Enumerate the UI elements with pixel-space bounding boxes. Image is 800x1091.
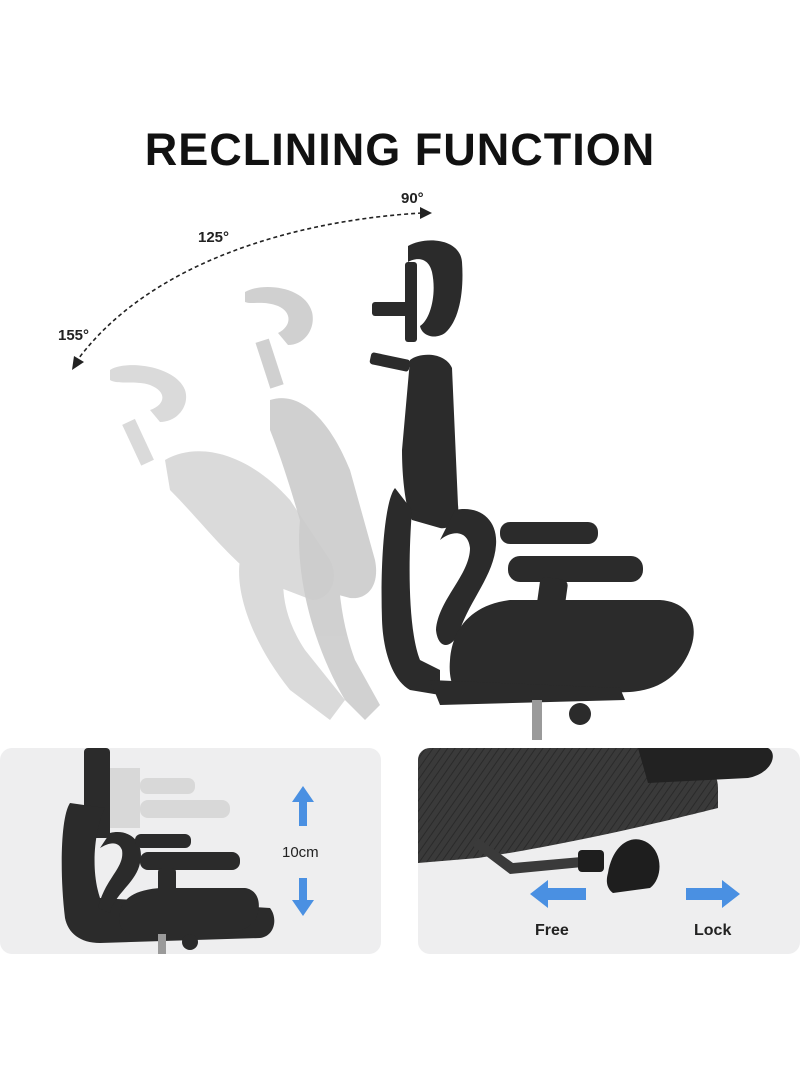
height-adjust-label: 10cm — [282, 844, 319, 861]
headrest — [408, 240, 463, 337]
free-label: Free — [535, 922, 569, 939]
arc-arrowhead-left-icon — [72, 356, 84, 370]
seat — [449, 600, 694, 698]
seat-height-panel: 10cm — [0, 748, 381, 954]
armrest-front — [508, 556, 643, 582]
arrow-left-icon — [530, 880, 586, 908]
angle-label-125: 125° — [198, 229, 230, 246]
tilt-lock-panel: Free Lock — [418, 748, 800, 954]
lumbar-support — [436, 509, 497, 645]
lock-label: Lock — [694, 922, 732, 939]
chair-raised — [61, 748, 275, 954]
recline-arc — [72, 207, 694, 740]
lock-lever — [473, 838, 593, 874]
arc-arrowhead-right-icon — [420, 207, 432, 219]
seat-height-illustration — [61, 748, 314, 954]
tilt-knob — [569, 703, 591, 725]
main-chair — [369, 240, 694, 740]
angle-label-155: 155° — [58, 327, 90, 344]
page-title: RECLINING FUNCTION — [144, 124, 656, 175]
lever-knob — [606, 839, 660, 893]
ghost-chair-155 — [110, 365, 345, 720]
backrest — [402, 354, 459, 529]
seat-mesh — [418, 748, 718, 863]
vertical-double-arrow-icon — [292, 786, 314, 916]
armrest-rear — [500, 522, 598, 544]
angle-label-90: 90° — [401, 190, 424, 207]
tilt-lock-illustration — [418, 748, 773, 908]
ghost-chair-125 — [245, 286, 380, 720]
ghost-chair-lowered — [110, 768, 230, 828]
arrow-right-icon — [686, 880, 740, 908]
